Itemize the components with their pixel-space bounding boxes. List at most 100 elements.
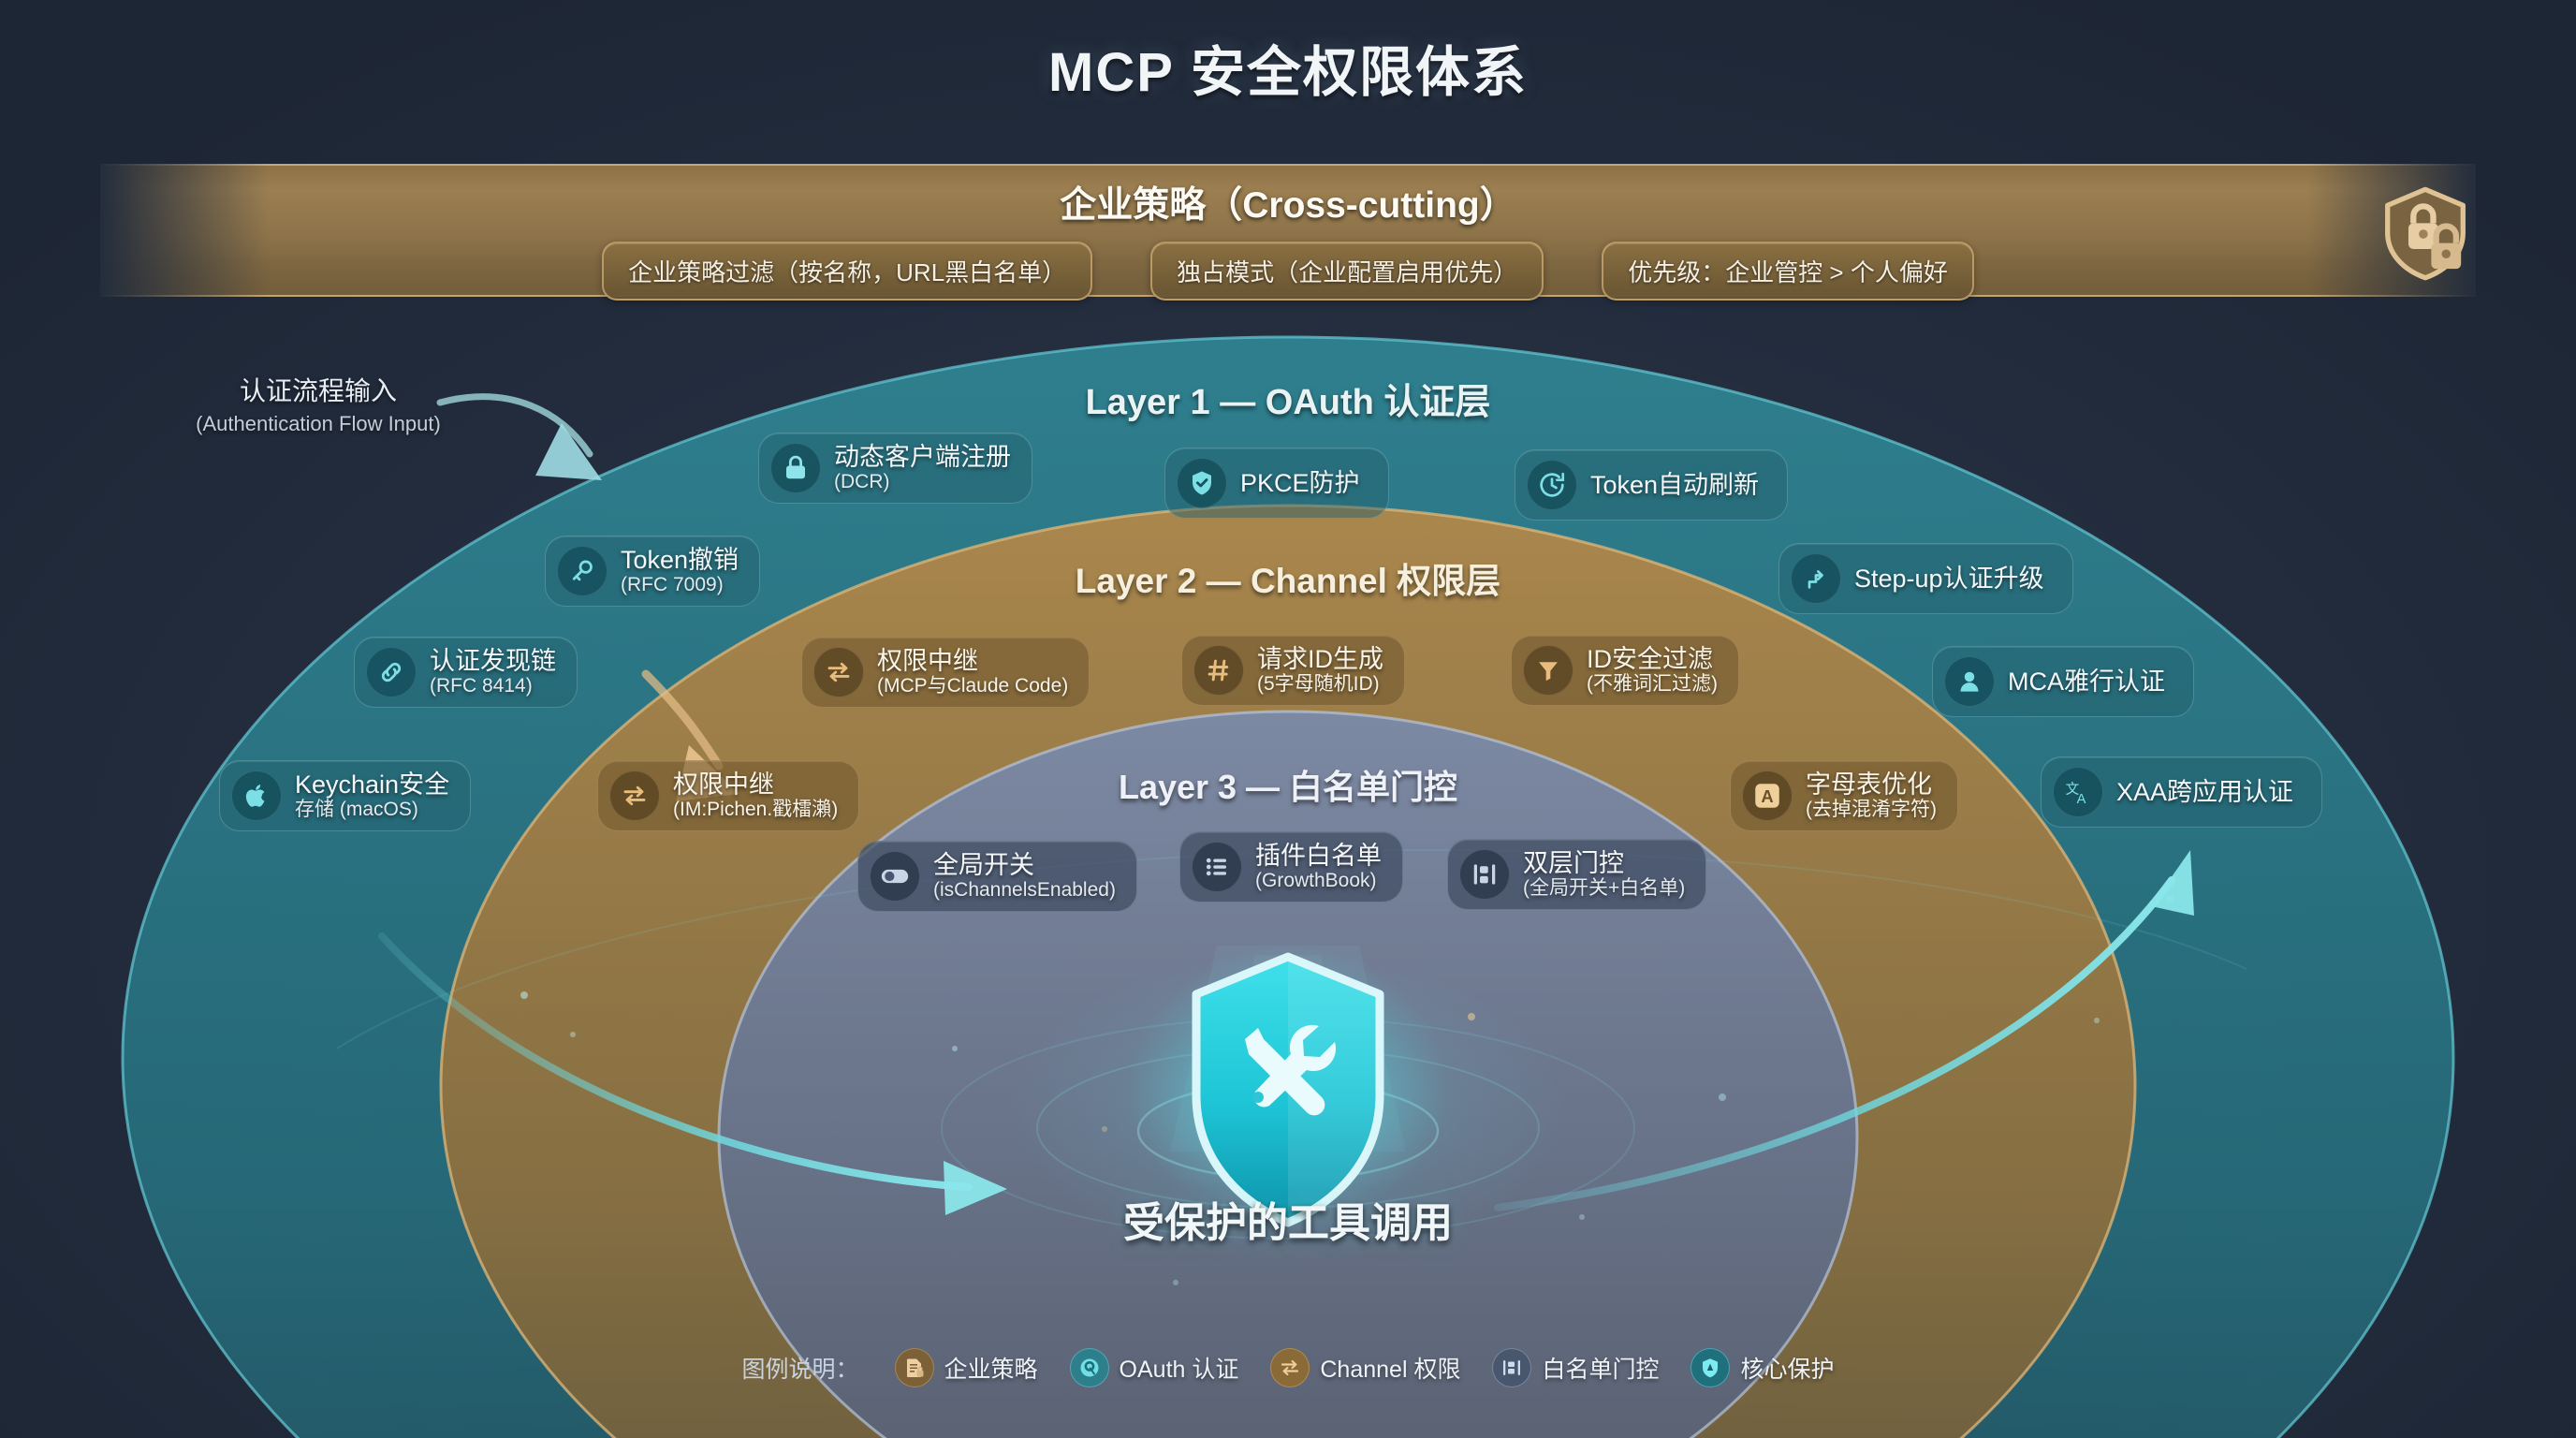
pill-permission-relay-mcp[interactable]: 权限中继 (MCP与Claude Code) xyxy=(801,637,1090,708)
page-title: MCP 安全权限体系 xyxy=(1048,42,1528,103)
core-label: 受保护的工具调用 xyxy=(1123,1200,1453,1246)
enterprise-chip[interactable]: 企业策略过滤（按名称，URL黑白名单） xyxy=(602,242,1093,301)
pill-title: 动态客户端注册 xyxy=(834,443,1011,472)
pill-title: 插件白名单 xyxy=(1255,842,1382,871)
pill-subtitle: (isChannelsEnabled) xyxy=(933,879,1116,902)
legend-item-oauth[interactable]: OAuth 认证 xyxy=(1069,1348,1239,1387)
pill-title: 认证发现链 xyxy=(430,647,556,676)
legend-item-core-protection[interactable]: 核心保护 xyxy=(1690,1348,1834,1387)
auth-flow-arrow xyxy=(436,393,602,480)
clock-refresh-icon xyxy=(1527,460,1577,510)
hash-icon xyxy=(1193,645,1244,696)
pill-dynamic-client-registration[interactable]: 动态客户端注册 (DCR) xyxy=(758,433,1032,504)
pill-title: 权限中继 xyxy=(877,647,978,676)
link-icon xyxy=(366,647,417,697)
pill-subtitle: (不雅词汇过滤) xyxy=(1587,673,1718,696)
pill-title: Token自动刷新 xyxy=(1590,470,1760,499)
pill-title: Keychain安全 xyxy=(295,770,450,800)
layer2-title: Layer 2 — Channel 权限层 xyxy=(1075,562,1501,600)
pill-token-revocation[interactable]: Token撤销 (RFC 7009) xyxy=(545,536,761,607)
key-icon xyxy=(557,546,607,596)
pill-subtitle: (去掉混淆字符) xyxy=(1806,799,1937,821)
pill-global-switch[interactable]: 全局开关 (isChannelsEnabled) xyxy=(857,841,1137,912)
pill-pkce-protection[interactable]: PKCE防护 xyxy=(1164,448,1389,519)
legend-item-label: Channel 权限 xyxy=(1320,1357,1461,1383)
pill-xaa-cross-app-auth[interactable]: 文 A XAA跨应用认证 xyxy=(2041,756,2323,828)
layer3-title: Layer 3 — 白名单门控 xyxy=(1118,768,1458,806)
pill-step-up-auth[interactable]: Step-up认证升级 xyxy=(1778,543,2073,614)
pill-token-auto-refresh[interactable]: Token自动刷新 xyxy=(1515,449,1789,521)
step-up-icon xyxy=(1791,553,1841,604)
pill-title: 权限中继 xyxy=(673,770,774,800)
pill-keychain-secure-storage[interactable]: Keychain安全 存储 (macOS) xyxy=(219,760,472,831)
legend-item-whitelist-gate[interactable]: 白名单门控 xyxy=(1492,1348,1659,1387)
pill-subtitle: (RFC 7009) xyxy=(621,574,724,596)
document-lock-icon xyxy=(894,1348,934,1387)
enterprise-chip[interactable]: 优先级：企业管控 > 个人偏好 xyxy=(1602,242,1974,301)
pill-id-safety-filter[interactable]: ID安全过滤 (不雅词汇过滤) xyxy=(1511,635,1739,706)
pill-subtitle: (GrowthBook) xyxy=(1255,870,1377,892)
shield-core-icon xyxy=(1690,1348,1731,1387)
annotation-line-2: (Authentication Flow Input) xyxy=(196,412,441,435)
exchange-icon xyxy=(609,770,660,821)
filter-icon xyxy=(1523,645,1573,696)
pill-subtitle: (IM:Pichen.戳檑瀨) xyxy=(673,799,839,821)
pill-title: 双层门控 xyxy=(1523,849,1624,878)
auth-flow-annotation: 认证流程输入 (Authentication Flow Input) xyxy=(122,371,515,436)
enterprise-policy-chips: 企业策略过滤（按名称，URL黑白名单） 独占模式（企业配置启用优先） 优先级：企… xyxy=(0,242,2576,301)
pill-subtitle: (全局开关+白名单) xyxy=(1523,877,1686,900)
letter-a-icon: A xyxy=(1742,770,1793,821)
pill-alphabet-optimization[interactable]: A 字母表优化 (去掉混淆字符) xyxy=(1730,760,1958,831)
pill-subtitle: 存储 (macOS) xyxy=(295,799,418,821)
pill-subtitle: (DCR) xyxy=(834,471,890,493)
shield-check-icon xyxy=(1177,458,1227,508)
exchange-icon xyxy=(1270,1348,1310,1387)
legend-item-label: 白名单门控 xyxy=(1542,1357,1660,1383)
toggle-icon xyxy=(870,851,920,902)
list-icon xyxy=(1192,842,1242,892)
annotation-line-1: 认证流程输入 xyxy=(239,376,397,405)
pill-subtitle: (MCP与Claude Code) xyxy=(877,675,1069,697)
pill-title: Step-up认证升级 xyxy=(1854,564,2044,593)
pill-title: XAA跨应用认证 xyxy=(2116,777,2294,806)
pill-title: ID安全过滤 xyxy=(1587,645,1713,674)
pill-mca-auth[interactable]: MCA雅行认证 xyxy=(1932,646,2194,717)
pill-title: Token撤销 xyxy=(621,546,739,575)
flow-into-core-arrow xyxy=(378,932,1007,1215)
pill-subtitle: (RFC 8414) xyxy=(430,675,533,697)
svg-text:A: A xyxy=(2077,792,2086,807)
legend-item-channel[interactable]: Channel 权限 xyxy=(1270,1348,1460,1387)
gate-icon xyxy=(1459,849,1510,900)
gate-icon xyxy=(1492,1348,1532,1387)
pill-title: 字母表优化 xyxy=(1806,770,1932,800)
user-icon xyxy=(1944,656,1995,707)
oauth-icon xyxy=(1069,1348,1109,1387)
pill-plugin-whitelist[interactable]: 插件白名单 (GrowthBook) xyxy=(1179,831,1403,902)
svg-text:文: 文 xyxy=(2066,781,2080,797)
shield-lock-icon xyxy=(2385,186,2466,281)
pill-dual-gate[interactable]: 双层门控 (全局开关+白名单) xyxy=(1447,839,1707,910)
lock-icon xyxy=(770,443,821,493)
pill-title: MCA雅行认证 xyxy=(2008,667,2165,696)
svg-text:A: A xyxy=(1761,786,1773,806)
pill-subtitle: (5字母随机ID) xyxy=(1257,673,1380,696)
legend: 图例说明： 企业策略 OAuth 认证 xyxy=(0,1348,2576,1387)
shield-tools-icon xyxy=(1129,946,1447,1227)
legend-item-label: 企业策略 xyxy=(944,1357,1038,1383)
layer1-title: Layer 1 — OAuth 认证层 xyxy=(1085,383,1491,422)
pill-auth-discovery-chain[interactable]: 认证发现链 (RFC 8414) xyxy=(354,637,578,708)
enterprise-policy-title: 企业策略（Cross-cutting） xyxy=(1060,185,1516,226)
pill-request-id-generation[interactable]: 请求ID生成 (5字母随机ID) xyxy=(1181,635,1405,706)
legend-item-label: 核心保护 xyxy=(1740,1357,1835,1383)
enterprise-chip[interactable]: 独占模式（企业配置启用优先） xyxy=(1150,242,1544,301)
legend-item-label: OAuth 认证 xyxy=(1119,1357,1239,1383)
legend-item-enterprise-policy[interactable]: 企业策略 xyxy=(894,1348,1038,1387)
translate-icon: 文 A xyxy=(2053,767,2103,817)
pill-title: PKCE防护 xyxy=(1240,468,1360,497)
exchange-icon xyxy=(813,647,864,697)
pill-title: 全局开关 xyxy=(933,851,1034,880)
apple-icon xyxy=(231,770,282,821)
legend-label: 图例说明： xyxy=(741,1357,859,1383)
flow-out-arrow xyxy=(1494,850,2194,1211)
pill-permission-relay-im[interactable]: 权限中继 (IM:Pichen.戳檑瀨) xyxy=(597,760,860,831)
